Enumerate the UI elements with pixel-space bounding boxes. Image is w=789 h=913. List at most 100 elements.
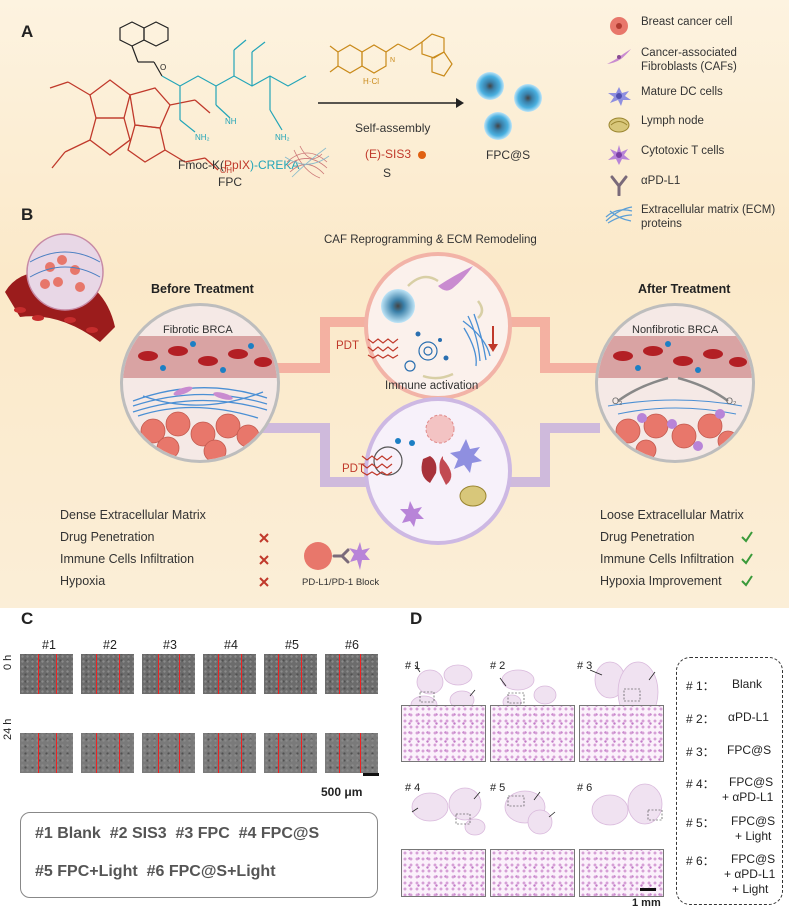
legend-label: αPD-L1 bbox=[641, 175, 681, 187]
pathway-connectors bbox=[262, 317, 600, 487]
fpc-s-nanoparticles bbox=[476, 72, 542, 140]
d-legend-6-text-2: + αPD-L1 bbox=[724, 867, 776, 881]
d-legend-5-text-1: FPC@S bbox=[731, 814, 776, 828]
scratch-image-4-24h bbox=[203, 733, 256, 773]
scale-label-c: 500 μm bbox=[321, 785, 363, 799]
legend-breast-cancer: Breast cancer cell bbox=[605, 15, 732, 37]
before-treatment-title: Before Treatment bbox=[151, 282, 254, 296]
fpc-s-label: FPC@S bbox=[486, 148, 531, 162]
pd-l1-block-label: PD-L1/PD-1 Block bbox=[302, 577, 380, 588]
histology-zoom-1 bbox=[401, 705, 486, 762]
hypoxia-improvement-after: Hypoxia Improvement bbox=[600, 574, 722, 588]
nonfibrotic-brca-label: Nonfibrotic BRCA bbox=[632, 324, 719, 336]
col-label-1: #1 bbox=[42, 638, 56, 652]
after-treatment-circle: Nonfibrotic BRCA O₂ O₂ bbox=[595, 303, 755, 463]
legend-ecm: Extracellular matrix (ECM) proteins bbox=[605, 203, 789, 231]
histology-zoom-4 bbox=[401, 849, 486, 897]
d-label-6: # 6 bbox=[577, 782, 593, 794]
scratch-image-6-24h bbox=[325, 733, 378, 773]
cross-icon-3 bbox=[259, 577, 269, 587]
breast-cancer-cell-icon bbox=[610, 17, 628, 35]
legend-label: Cytotoxic T cells bbox=[641, 145, 725, 157]
cross-icon bbox=[259, 533, 269, 543]
panel-d-label: D bbox=[410, 609, 423, 628]
d-legend-2-id: # 2： bbox=[686, 712, 715, 726]
scale-bar-c bbox=[363, 773, 379, 776]
caf-reprogramming-title: CAF Reprogramming & ECM Remodeling bbox=[324, 234, 537, 246]
legend-label: Breast cancer cell bbox=[641, 16, 733, 28]
fpc-name-ppix: PpIX bbox=[224, 158, 251, 172]
caf-icon bbox=[607, 49, 631, 64]
d-legend-1-id: # 1： bbox=[686, 679, 715, 693]
scratch-image-4-0h bbox=[203, 654, 256, 694]
pd-l1-pd-1-block-icon bbox=[304, 542, 370, 570]
check-icon-2 bbox=[741, 553, 753, 565]
histology-zoom-6 bbox=[579, 849, 664, 897]
breast-tissue-illustration bbox=[5, 233, 115, 342]
dense-ecm-heading: Dense Extracellular Matrix bbox=[60, 508, 206, 522]
col-label-5: #5 bbox=[285, 638, 299, 652]
legend-antibody: αPD-L1 bbox=[605, 174, 680, 196]
hcl-label: H·Cl bbox=[363, 77, 379, 86]
light-wave-icon-2 bbox=[361, 455, 393, 476]
fpc-name-prefix: Fmoc-K( bbox=[178, 158, 224, 172]
col-label-4: #4 bbox=[224, 638, 238, 652]
d-label-5: # 5 bbox=[490, 782, 506, 794]
scratch-image-6-0h bbox=[325, 654, 378, 694]
o2-label-right: O₂ bbox=[726, 396, 737, 406]
o2-label-left: O₂ bbox=[612, 396, 623, 406]
immune-infiltration-before: Immune Cells Infiltration bbox=[60, 552, 195, 566]
d-label-4: # 4 bbox=[405, 782, 421, 794]
caf-remodeling-scene bbox=[381, 266, 498, 380]
o-atom-label: O bbox=[160, 63, 166, 72]
d-legend-3-text: FPC@S bbox=[727, 743, 772, 757]
legend-label: Cancer-associated Fibroblasts (CAFs) bbox=[641, 47, 737, 73]
d-group-legend bbox=[676, 657, 783, 905]
legend-caf: Cancer-associated Fibroblasts (CAFs) bbox=[605, 46, 789, 74]
immune-activation-title: Immune activation bbox=[385, 380, 479, 392]
ecm-icon bbox=[605, 206, 633, 224]
legend-label: Mature DC cells bbox=[641, 86, 723, 98]
row-label-24h: 24 h bbox=[2, 718, 14, 740]
scratch-image-1-0h bbox=[20, 654, 73, 694]
scratch-image-5-24h bbox=[264, 733, 317, 773]
d-legend-2-text: αPD-L1 bbox=[728, 710, 769, 724]
caf-remodeling-circle bbox=[364, 252, 512, 400]
check-icon bbox=[741, 531, 753, 543]
d-legend-4-text-1: FPC@S bbox=[729, 775, 774, 789]
loose-ecm-heading: Loose Extracellular Matrix bbox=[600, 508, 744, 522]
fibrotic-tumor-scene bbox=[123, 336, 277, 460]
light-wave-icon bbox=[367, 338, 399, 359]
sis3-dot-icon bbox=[418, 151, 426, 159]
d-legend-6-text-1: FPC@S bbox=[731, 852, 776, 866]
d-legend-4-text-2: + αPD-L1 bbox=[722, 790, 774, 804]
d-legend-5-id: # 5： bbox=[686, 816, 715, 830]
before-treatment-circle: Fibrotic BRCA bbox=[120, 303, 280, 463]
d-legend-5-text-2: + Light bbox=[735, 829, 772, 843]
immune-activation-scene bbox=[373, 414, 487, 527]
d-label-1: # 1 bbox=[405, 660, 421, 672]
scratch-image-5-0h bbox=[264, 654, 317, 694]
lung-slides-row-2 bbox=[411, 783, 663, 836]
legend-lymph: Lymph node bbox=[605, 114, 704, 136]
d-legend-4-id: # 4： bbox=[686, 777, 715, 791]
histology-zoom-3 bbox=[579, 705, 664, 762]
nh2-atom-label: NH₂ bbox=[195, 133, 210, 142]
self-assembly-arrow bbox=[318, 98, 464, 108]
immune-infiltration-after: Immune Cells Infiltration bbox=[600, 552, 735, 566]
histology-zoom-2 bbox=[490, 705, 575, 762]
sis3-chemical-structure: N H·Cl bbox=[329, 33, 453, 86]
fpc-short: FPC bbox=[218, 175, 242, 189]
pdt-label-top: PDT bbox=[336, 340, 359, 352]
fpc-nanofiber-icon bbox=[284, 145, 330, 179]
group-legend-box: #1 Blank #2 SIS3 #3 FPC #4 FPC@S #5 FPC+… bbox=[20, 812, 378, 898]
nonfibrotic-tumor-scene bbox=[598, 336, 752, 460]
fpc-chemical-structure: OH O NH₂ NH₂ NH bbox=[49, 21, 307, 175]
drug-penetration-before: Drug Penetration bbox=[60, 530, 155, 544]
scratch-image-3-0h bbox=[142, 654, 195, 694]
cross-icon-2 bbox=[259, 555, 269, 565]
check-icon-3 bbox=[741, 575, 753, 587]
after-treatment-title: After Treatment bbox=[638, 282, 731, 296]
row-label-0h: 0 h bbox=[2, 654, 14, 670]
d-legend-6-id: # 6： bbox=[686, 854, 715, 868]
